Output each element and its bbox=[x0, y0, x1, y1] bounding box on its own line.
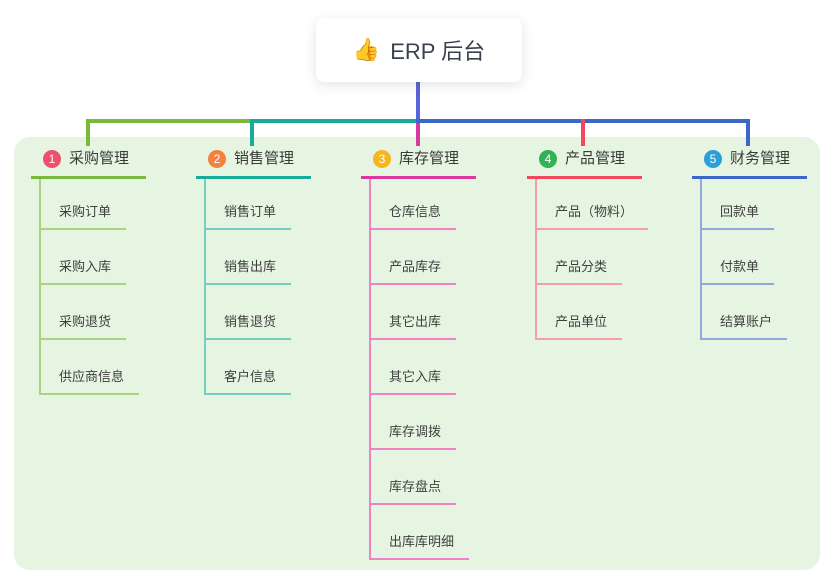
connector-drop-sales bbox=[250, 119, 254, 146]
branch-head-finance[interactable]: 5 财务管理 bbox=[692, 146, 807, 179]
node-product-stock[interactable]: 产品库存 bbox=[371, 230, 469, 285]
node-purchase-order[interactable]: 采购订单 bbox=[41, 179, 139, 230]
node-supplier-info[interactable]: 供应商信息 bbox=[41, 340, 140, 395]
branch-purchase: 1 采购管理 采购订单 采购入库 采购退货 供应商信息 bbox=[31, 146, 146, 395]
connector-drop-purchase bbox=[86, 119, 90, 146]
node-product-category[interactable]: 产品分类 bbox=[537, 230, 648, 285]
badge-3: 3 bbox=[373, 149, 391, 168]
root-node[interactable]: 👍 ERP 后台 bbox=[316, 18, 522, 82]
connector-horizontal-purchase bbox=[86, 119, 252, 123]
badge-4: 4 bbox=[539, 149, 557, 168]
node-stock-take[interactable]: 库存盘点 bbox=[371, 450, 469, 505]
node-warehouse-info[interactable]: 仓库信息 bbox=[371, 179, 469, 230]
node-other-outbound[interactable]: 其它出库 bbox=[371, 285, 469, 340]
connector-drop-product bbox=[581, 119, 585, 146]
branch-title-product: 产品管理 bbox=[565, 150, 626, 167]
node-sales-outbound[interactable]: 销售出库 bbox=[206, 230, 292, 285]
connector-drop-inventory bbox=[416, 123, 420, 146]
node-receipt-doc[interactable]: 回款单 bbox=[702, 179, 787, 230]
sub-list-finance: 回款单 付款单 结算账户 bbox=[700, 179, 788, 340]
sub-list-inventory: 仓库信息 产品库存 其它出库 其它入库 库存调拨 库存盘点 出库库明细 bbox=[369, 179, 470, 560]
mindmap-panel bbox=[14, 137, 820, 570]
branch-head-inventory[interactable]: 3 库存管理 bbox=[361, 146, 476, 179]
badge-2: 2 bbox=[208, 149, 226, 168]
sub-list-purchase: 采购订单 采购入库 采购退货 供应商信息 bbox=[39, 179, 140, 395]
branch-head-purchase[interactable]: 1 采购管理 bbox=[31, 146, 146, 179]
connector-drop-finance bbox=[746, 119, 750, 146]
node-payment-doc[interactable]: 付款单 bbox=[702, 230, 787, 285]
branch-inventory: 3 库存管理 仓库信息 产品库存 其它出库 其它入库 库存调拨 库存盘点 出库库… bbox=[361, 146, 476, 560]
branch-product: 4 产品管理 产品（物料） 产品分类 产品单位 bbox=[527, 146, 649, 340]
node-purchase-inbound[interactable]: 采购入库 bbox=[41, 230, 139, 285]
node-outbound-detail[interactable]: 出库库明细 bbox=[371, 505, 470, 560]
branch-title-sales: 销售管理 bbox=[234, 150, 295, 167]
node-other-inbound[interactable]: 其它入库 bbox=[371, 340, 469, 395]
thumbs-up-icon: 👍 bbox=[352, 37, 381, 62]
sub-list-product: 产品（物料） 产品分类 产品单位 bbox=[535, 179, 649, 340]
node-product-unit[interactable]: 产品单位 bbox=[537, 285, 648, 340]
branch-title-finance: 财务管理 bbox=[730, 150, 791, 167]
branch-title-inventory: 库存管理 bbox=[399, 150, 460, 167]
branch-title-purchase: 采购管理 bbox=[69, 150, 130, 167]
branch-finance: 5 财务管理 回款单 付款单 结算账户 bbox=[692, 146, 807, 340]
badge-5: 5 bbox=[704, 149, 722, 168]
connector-horizontal-sales bbox=[250, 119, 418, 123]
node-settlement-account[interactable]: 结算账户 bbox=[702, 285, 788, 340]
badge-1: 1 bbox=[43, 149, 61, 168]
node-stock-transfer[interactable]: 库存调拨 bbox=[371, 395, 469, 450]
branch-sales: 2 销售管理 销售订单 销售出库 销售退货 客户信息 bbox=[196, 146, 311, 395]
branch-head-sales[interactable]: 2 销售管理 bbox=[196, 146, 311, 179]
node-product-material[interactable]: 产品（物料） bbox=[537, 179, 649, 230]
node-sales-return[interactable]: 销售退货 bbox=[206, 285, 292, 340]
node-purchase-return[interactable]: 采购退货 bbox=[41, 285, 139, 340]
root-connector-line bbox=[416, 80, 420, 119]
root-node-label: ERP 后台 bbox=[390, 39, 486, 64]
branch-head-product[interactable]: 4 产品管理 bbox=[527, 146, 642, 179]
node-sales-order[interactable]: 销售订单 bbox=[206, 179, 292, 230]
node-customer-info[interactable]: 客户信息 bbox=[206, 340, 292, 395]
sub-list-sales: 销售订单 销售出库 销售退货 客户信息 bbox=[204, 179, 292, 395]
